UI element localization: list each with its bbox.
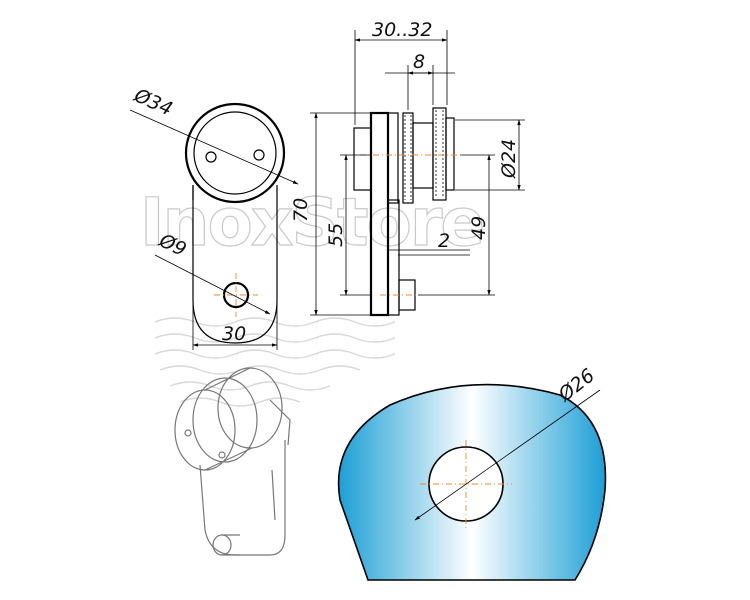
- dim-flange-diameter: Ø24: [455, 119, 525, 191]
- isometric-view: [174, 367, 291, 556]
- svg-text:30: 30: [222, 323, 246, 345]
- svg-text:Ø34: Ø34: [130, 84, 176, 120]
- dim-depth: 30..32: [354, 19, 448, 125]
- svg-text:70: 70: [290, 198, 312, 222]
- dim-width: 30: [192, 300, 278, 350]
- svg-text:2: 2: [438, 230, 450, 252]
- svg-text:49: 49: [468, 216, 490, 240]
- svg-text:Ø24: Ø24: [498, 139, 520, 179]
- side-view: [353, 107, 460, 317]
- svg-text:55: 55: [325, 223, 347, 247]
- watermark-logo: InoxStore: [140, 184, 483, 261]
- dim-offset: 49: [418, 154, 495, 296]
- dim-hole-spacing: 55: [325, 154, 370, 296]
- svg-text:8: 8: [413, 51, 425, 73]
- dim-gap: 8: [385, 51, 455, 110]
- dim-height: 70: [290, 112, 372, 316]
- front-view: [184, 102, 286, 344]
- svg-text:30..32: 30..32: [372, 19, 432, 41]
- dim-plate: 2: [388, 230, 470, 256]
- watermark-waves: [154, 317, 396, 407]
